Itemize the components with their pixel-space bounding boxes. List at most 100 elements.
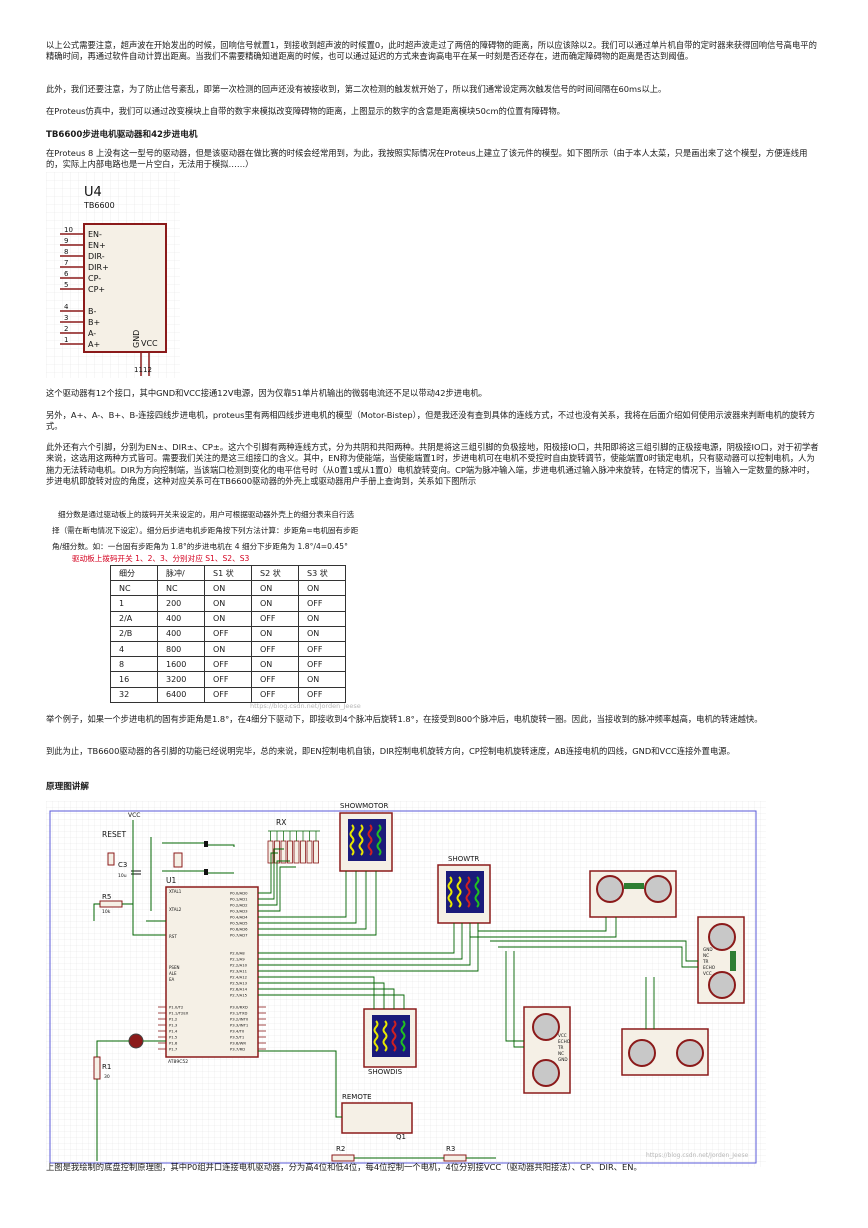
mcu-port-pin: P1.5 <box>169 1035 178 1040</box>
rx-resistor <box>300 840 306 864</box>
tb6600-pin-number: 8 <box>64 248 68 256</box>
table-cell: NC <box>110 580 158 597</box>
tb6600-pin-number: 3 <box>64 314 68 322</box>
tb6600-pin-name: DIR- <box>88 252 105 261</box>
tb6600-gnd-label: GND <box>132 330 141 348</box>
tb6600-pin-12: 12 <box>143 366 152 374</box>
col-header: S1 状 <box>204 564 252 582</box>
watermark-2: https://blog.csdn.net/Jorden_Jeese <box>646 1152 749 1159</box>
mcu-psen: PSEN <box>169 965 179 970</box>
mcu-port-pin: P1.0/T2 <box>169 1005 184 1010</box>
mcu-port-pin: P0.0/AD0 <box>230 891 248 896</box>
ultrasonic-sensor-right <box>697 916 745 1004</box>
mcu-port-pin: P2.4/A12 <box>230 975 248 980</box>
tb6600-vcc-label: VCC <box>141 339 158 348</box>
rx-resistor <box>287 840 293 864</box>
mcu-port-pin: P2.7/A15 <box>230 993 248 998</box>
paragraph-schematic-desc: 上图是我绘制的底盘控制原理图，其中P0组并口连接电机驱动器，分为高4位和低4位，… <box>46 1162 642 1172</box>
r5-label: R5 <box>102 893 111 901</box>
tb6600-ref: U4 <box>84 185 102 200</box>
sensor-pin-label: VCC <box>558 1033 567 1038</box>
mcu-part: AT89C52 <box>168 1059 188 1065</box>
table-cell: OFF <box>204 671 252 688</box>
table-cell: OFF <box>298 595 346 612</box>
heading-schematic: 原理图讲解 <box>46 782 89 792</box>
table-cell: ON <box>298 671 346 688</box>
ultrasonic-sensor-top <box>589 870 677 918</box>
showmotor-display <box>349 824 382 856</box>
table-cell: OFF <box>204 656 252 673</box>
display-bar <box>456 876 462 908</box>
remote-label: REMOTE <box>342 1093 372 1101</box>
table-cell: ON <box>298 580 346 597</box>
table-cell: OFF <box>298 656 346 673</box>
mcu-port-pin: P3.4/T0 <box>230 1029 245 1034</box>
col-header: S2 状 <box>251 564 299 582</box>
rx-resistor <box>293 840 300 864</box>
table-cell: 32 <box>110 686 158 703</box>
mcu-xtal1: XTAL1 <box>169 889 182 894</box>
mcu-port-pin: P3.5/T1 <box>230 1035 245 1040</box>
table-cell: 6400 <box>157 686 205 703</box>
c3-value: 10u <box>118 873 127 879</box>
table-cell: 200 <box>157 595 205 612</box>
rx-resistor-pack <box>267 830 320 864</box>
paragraph-signal-interval: 此外，我们还要注意，为了防止信号紊乱，即第一次检测的回声还没有被接收到，第二次检… <box>46 84 667 94</box>
tb6600-pin-name: EN+ <box>88 241 106 250</box>
paragraph-ultrasonic-formula: 以上公式需要注意，超声波在开始发出的时候，回响信号就置1，到接收到超声波的时候置… <box>46 40 817 62</box>
mcu-port-pin: P1.1/T2EX <box>169 1011 189 1016</box>
mcu-port-pin: P2.6/A14 <box>230 987 248 992</box>
table-cell: OFF <box>251 610 299 627</box>
sensor-pin-label: ECHO <box>558 1039 571 1044</box>
sensor-pin-label: NC <box>558 1051 564 1056</box>
r5-value: 10k <box>102 909 111 915</box>
r1-label: R1 <box>102 1063 111 1071</box>
tb6600-pin-11: 11 <box>134 366 143 374</box>
sensor-pin-label: VCC <box>703 971 712 976</box>
mcu-port-pin: P2.5/A13 <box>230 981 248 986</box>
tb6600-part: TB6600 <box>83 201 115 210</box>
table-header-row: 细分 脉冲/ S1 状 S2 状 S3 状 <box>110 564 346 582</box>
mcu-port-pin: P2.2/A10 <box>230 963 248 968</box>
display-bar <box>367 824 373 856</box>
sensor-pin-label: GND <box>558 1057 568 1062</box>
display-bar <box>373 1020 379 1052</box>
mcu-port-pin: P3.3/INT1 <box>230 1023 249 1028</box>
mcu-port-pin: P0.2/AD2 <box>230 903 248 908</box>
paragraph-example: 举个例子，如果一个步进电机的固有步距角是1.8°，在4细分下驱动下，即接收到4个… <box>46 714 763 724</box>
tb6600-pin-name: B+ <box>88 318 100 327</box>
schematic-figure: VCC RESET C3 10u R5 10k U1 XTAL1 XTAL2 R… <box>46 801 766 1167</box>
mcu-port-pin: P0.1/AD1 <box>230 897 248 902</box>
heading-tb6600: TB6600步进电机驱动器和42步进电机 <box>46 130 198 140</box>
paragraph-proteus-sim: 在Proteus仿真中，我们可以通过改变模块上自带的数字来模拟改变障碍物的距离，… <box>46 106 565 116</box>
tb6600-pin-name: CP+ <box>88 285 105 294</box>
rx-resistor <box>313 840 319 864</box>
mcu-port-pin: P3.1/TXD <box>230 1011 248 1016</box>
table-cell: ON <box>251 656 299 673</box>
display-bar <box>376 824 382 856</box>
table-cell: 3200 <box>157 671 205 688</box>
showdis-display <box>373 1020 406 1052</box>
tb6600-pin-number: 4 <box>64 303 69 311</box>
mcu-port-pin: P2.1/A9 <box>230 957 245 962</box>
mcu-port-pin: P1.3 <box>169 1023 178 1028</box>
tb6600-pin-name: CP- <box>88 274 101 283</box>
mcu-port-pin: P2.3/A11 <box>230 969 248 974</box>
table-cell: 4 <box>110 640 158 658</box>
sensor-pin-label: ECHO <box>703 965 716 970</box>
tb6600-pin-name: B- <box>88 307 96 316</box>
table-cell: ON <box>298 610 346 627</box>
rx-label: RX <box>276 818 286 827</box>
mcu-port-pin: P0.6/AD6 <box>230 927 248 932</box>
ultrasonic-sensor-left <box>523 1006 571 1094</box>
mcu-port-pin: P1.4 <box>169 1029 178 1034</box>
sensor-pin-label: TR <box>557 1045 564 1050</box>
